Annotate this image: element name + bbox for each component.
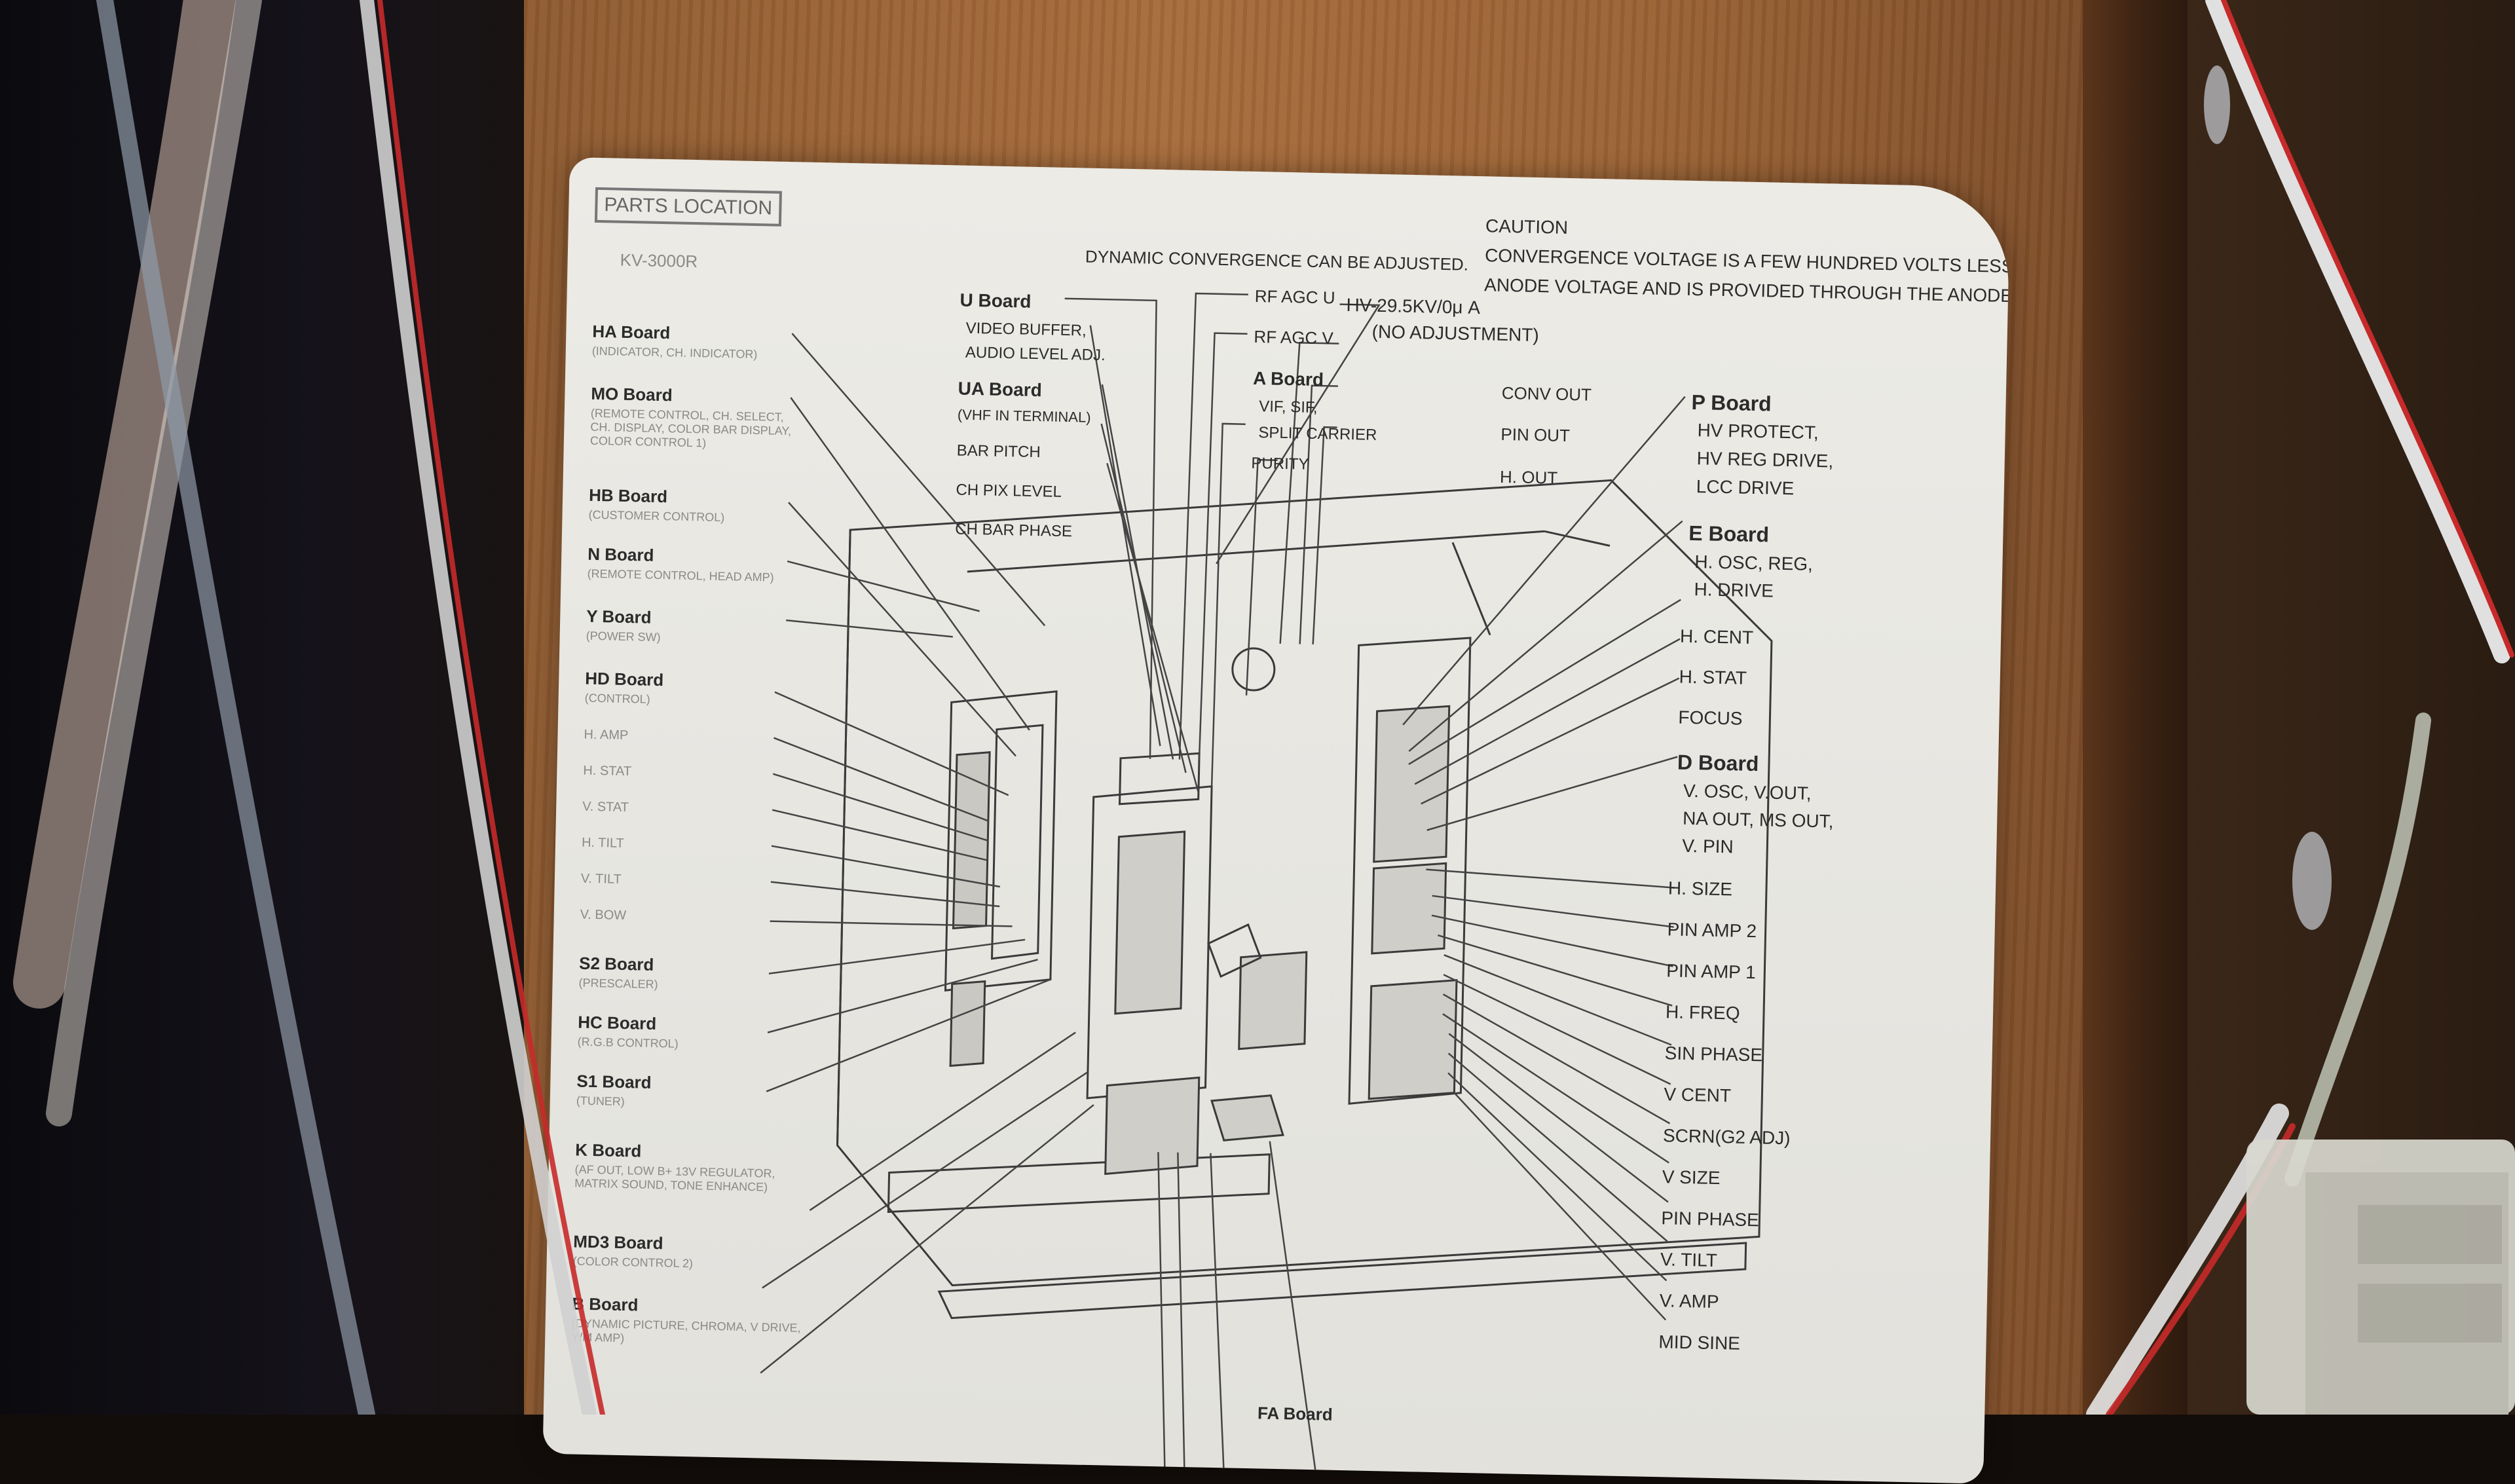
left-label-hb-board: HB Board xyxy=(588,485,668,507)
focus-label: FOCUS xyxy=(1678,707,1743,729)
left-desc-hc-board: (R.G.B CONTROL) xyxy=(577,1035,679,1050)
left-label-y-board: Y Board xyxy=(586,606,652,627)
dark-background-left xyxy=(0,0,576,1415)
left-label-h-tilt: H. TILT xyxy=(581,835,625,851)
cabinet-right xyxy=(2188,0,2515,1415)
purity-label: PURITY xyxy=(1251,454,1309,473)
left-label-v-stat: V. STAT xyxy=(582,799,629,815)
left-label-s2-board: S2 Board xyxy=(578,953,654,974)
rf-agc-u-label: RF AGC U xyxy=(1254,286,1335,308)
left-label-v-bow: V. BOW xyxy=(580,907,627,923)
u-board-desc-2: AUDIO LEVEL ADJ. xyxy=(965,343,1106,365)
a-board-desc-2: SPLIT CARRIER xyxy=(1258,424,1377,444)
v-tilt-label: V. TILT xyxy=(1660,1249,1718,1271)
sin-phase-label: SIN PHASE xyxy=(1664,1043,1763,1066)
left-label-k-board: K Board xyxy=(574,1140,642,1161)
e-board-desc-1: H. OSC, REG, xyxy=(1694,551,1814,574)
h-out-label: H. OUT xyxy=(1499,466,1558,488)
ua-board-desc: (VHF IN TERMINAL) xyxy=(957,406,1091,426)
left-label-mo-board: MO Board xyxy=(591,383,673,405)
paint-spot xyxy=(2292,832,2332,930)
left-label-v-tilt: V. TILT xyxy=(580,871,622,887)
left-desc-k-board: (AF OUT, LOW B+ 13V REGULATOR, MATRIX SO… xyxy=(574,1162,775,1194)
d-board-desc-1: V. OSC, V.OUT, xyxy=(1683,780,1812,804)
rf-agc-v-label: RF AGC V xyxy=(1254,326,1334,348)
p-board-label: P Board xyxy=(1691,390,1772,416)
v-amp-label: V. AMP xyxy=(1659,1290,1719,1312)
left-desc-y-board: (POWER SW) xyxy=(586,629,661,644)
a-board-label: A Board xyxy=(1252,367,1324,390)
left-desc-s2-board: (PRESCALER) xyxy=(578,976,658,992)
left-desc-hb-board: (CUSTOMER CONTROL) xyxy=(588,508,725,525)
p-board-desc-3: LCC DRIVE xyxy=(1696,476,1795,499)
h-stat-label: H. STAT xyxy=(1679,666,1747,688)
a-board-desc-1: VIF, SIF, xyxy=(1258,398,1318,417)
v-size-label: V SIZE xyxy=(1662,1166,1721,1189)
hv-no-adjustment: (NO ADJUSTMENT) xyxy=(1371,321,1540,346)
d-board-label: D Board xyxy=(1677,750,1759,776)
d-board-desc-2: NA OUT, MS OUT, xyxy=(1682,807,1834,832)
u-board-desc-1: VIDEO BUFFER, xyxy=(965,319,1087,340)
left-label-md3-board: MD3 Board xyxy=(573,1231,663,1253)
conv-out-label: CONV OUT xyxy=(1501,382,1592,405)
ua-board-label: UA Board xyxy=(958,378,1043,401)
left-desc-mo-board: (REMOTE CONTROL, CH. SELECT, CH. DISPLAY… xyxy=(589,406,792,450)
pin-amp-1-label: PIN AMP 1 xyxy=(1666,960,1757,983)
left-desc-md3-board: (COLOR CONTROL 2) xyxy=(572,1254,694,1271)
mid-sine-label: MID SINE xyxy=(1658,1331,1741,1354)
left-label-h-stat: H. STAT xyxy=(583,763,632,779)
parts-location-label: PARTS LOCATION KV-3000R DYNAMIC CONVERGE… xyxy=(542,157,2011,1484)
left-label-ha-board: HA Board xyxy=(592,321,671,343)
left-label-hc-board: HC Board xyxy=(578,1012,657,1034)
left-desc-b-board: (DYNAMIC PICTURE, CHROMA, V DRIVE, Y/M A… xyxy=(571,1316,801,1345)
ch-pix-level-label: CH PIX LEVEL xyxy=(956,481,1062,501)
bar-pitch-label: BAR PITCH xyxy=(956,441,1041,462)
left-label-n-board: N Board xyxy=(587,544,654,565)
caution-title: CAUTION xyxy=(1485,215,1569,238)
pin-amp-2-label: PIN AMP 2 xyxy=(1667,919,1757,942)
pin-phase-label: PIN PHASE xyxy=(1661,1208,1760,1231)
scrn-g2-adj-label: SCRN(G2 ADJ) xyxy=(1662,1125,1791,1149)
p-board-desc-1: HV PROTECT, xyxy=(1697,420,1819,443)
left-label-b-board: B Board xyxy=(572,1293,639,1315)
pin-out-label: PIN OUT xyxy=(1500,424,1571,446)
v-cent-label: V CENT xyxy=(1664,1084,1732,1106)
left-label-h-amp: H. AMP xyxy=(584,727,629,743)
d-board-desc-3: V. PIN xyxy=(1682,835,1734,857)
hv-spec: HV-29.5KV/0μ A xyxy=(1346,294,1481,318)
left-label-hd-board: HD Board xyxy=(585,668,664,690)
e-board-label: E Board xyxy=(1688,521,1770,547)
u-board-label: U Board xyxy=(959,289,1032,312)
h-cent-label: H. CENT xyxy=(1679,625,1754,648)
p-board-desc-2: HV REG DRIVE, xyxy=(1696,448,1834,472)
left-desc-hd-board: (CONTROL) xyxy=(584,691,650,706)
ch-bar-phase-label: CH BAR PHASE xyxy=(954,520,1073,541)
h-size-label: H. SIZE xyxy=(1667,878,1733,900)
e-board-desc-2: H. DRIVE xyxy=(1694,579,1774,601)
paint-spot-small xyxy=(2204,65,2230,144)
chassis-schematic xyxy=(760,292,1773,1470)
left-label-s1-board: S1 Board xyxy=(576,1071,652,1092)
fa-board-label: FA Board xyxy=(1257,1403,1333,1424)
model-number: KV-3000R xyxy=(620,250,698,272)
left-desc-s1-board: (TUNER) xyxy=(576,1094,625,1109)
h-freq-label: H. FREQ xyxy=(1665,1001,1740,1024)
parts-location-title: PARTS LOCATION xyxy=(594,187,782,227)
wood-panel-edge xyxy=(2083,0,2194,1415)
